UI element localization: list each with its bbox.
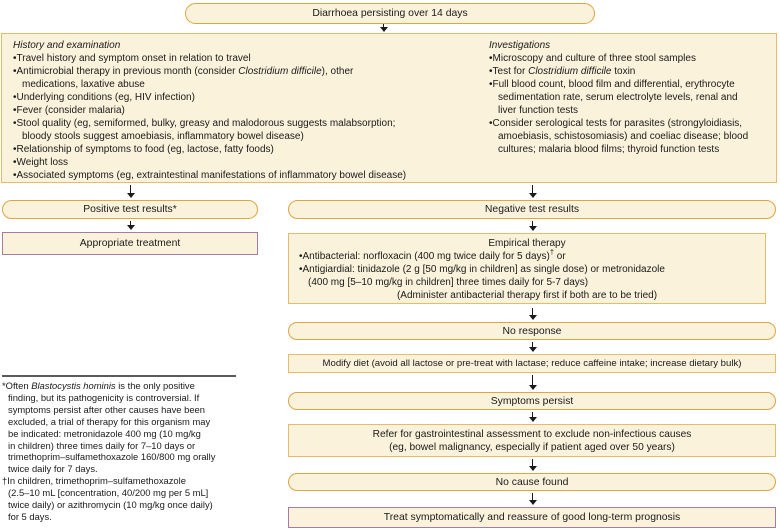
flow-arrow [528, 185, 537, 198]
investigations-list: Microscopy and culture of three stool sa… [489, 52, 777, 156]
node-no-cause-found-label: No cause found [495, 476, 569, 488]
node-no-response-label: No response [502, 325, 562, 337]
footnote-star-marker: * [2, 380, 6, 391]
node-no-cause-found: No cause found [288, 473, 776, 491]
node-positive-results: Positive test results* [2, 200, 258, 219]
list-item: Fever (consider malaria) [13, 104, 471, 117]
flow-arrow [126, 185, 135, 198]
dagger-superscript: † [549, 247, 555, 257]
flow-arrow [126, 221, 135, 230]
node-empirical-therapy: Empirical therapy Antibacterial: norflox… [288, 233, 766, 304]
list-item: Weight loss [13, 156, 471, 169]
node-modify-diet-label: Modify diet (avoid all lactose or pre-tr… [322, 358, 742, 369]
flow-arrow [528, 493, 537, 505]
node-refer-assessment-label: Refer for gastrointestinal assessment to… [372, 428, 692, 453]
node-symptoms-persist: Symptoms persist [288, 392, 776, 410]
list-item: Test for Clostridium difficile toxin [489, 65, 777, 78]
investigations-section: Investigations Microscopy and culture of… [489, 39, 777, 156]
list-item: Travel history and symptom onset in rela… [13, 52, 471, 65]
empirical-list: Antibacterial: norfloxacin (400 mg twice… [299, 247, 755, 289]
flow-arrow [528, 459, 537, 471]
flow-arrow [528, 375, 537, 390]
flow-arrow [528, 412, 537, 422]
flow-arrow [528, 221, 537, 231]
node-treat-symptomatically: Treat symptomatically and reassure of go… [288, 507, 776, 528]
node-negative-results-label: Negative test results [484, 204, 580, 215]
investigations-heading: Investigations [489, 40, 551, 51]
history-heading: History and examination [13, 40, 121, 51]
footnote-separator [2, 375, 236, 377]
list-item: Associated symptoms (eg, extraintestinal… [13, 169, 471, 182]
node-start-label: Diarrhoea persisting over 14 days [312, 8, 468, 19]
list-item: Stool quality (eg, semiformed, bulky, gr… [13, 117, 471, 143]
node-start: Diarrhoea persisting over 14 days [185, 3, 595, 24]
flow-arrow [379, 24, 388, 32]
node-negative-results: Negative test results [288, 200, 776, 219]
node-refer-assessment: Refer for gastrointestinal assessment to… [288, 424, 776, 457]
list-item: Antimicrobial therapy in previous month … [13, 65, 471, 91]
footnote-block: *Often Blastocystis hominis is the only … [2, 380, 254, 523]
node-positive-results-label: Positive test results* [83, 204, 177, 215]
footnote-dagger: †In children, trimethoprim–sulfamethoxaz… [2, 475, 213, 522]
flow-arrow [528, 308, 537, 320]
node-assessment: History and examination Travel history a… [1, 33, 777, 183]
list-item: Full blood count, blood film and differe… [489, 78, 777, 117]
list-item: Consider serological tests for parasites… [489, 117, 777, 156]
footnote-star: *Often Blastocystis hominis is the only … [2, 380, 216, 475]
empirical-note: (Administer antibacterial therapy first … [396, 290, 658, 301]
node-no-response: No response [288, 322, 776, 340]
list-item: Underlying conditions (eg, HIV infection… [13, 91, 471, 104]
node-appropriate-treatment: Appropriate treatment [2, 232, 258, 255]
flow-arrow [528, 342, 537, 352]
node-appropriate-treatment-label: Appropriate treatment [79, 238, 181, 249]
footnote-dagger-marker: † [2, 475, 8, 487]
node-treat-symptomatically-label: Treat symptomatically and reassure of go… [383, 512, 681, 523]
history-list: Travel history and symptom onset in rela… [13, 52, 471, 182]
list-item: Antigiardial: tinidazole (2 g [50 mg/kg … [299, 263, 755, 289]
list-item: Antibacterial: norfloxacin (400 mg twice… [299, 247, 755, 263]
empirical-title: Empirical therapy [488, 238, 566, 249]
history-section: History and examination Travel history a… [13, 39, 471, 182]
node-symptoms-persist-label: Symptoms persist [490, 395, 574, 407]
list-item: Microscopy and culture of three stool sa… [489, 52, 777, 65]
node-modify-diet: Modify diet (avoid all lactose or pre-tr… [288, 354, 776, 373]
list-item: Relationship of symptoms to food (eg, la… [13, 143, 471, 156]
